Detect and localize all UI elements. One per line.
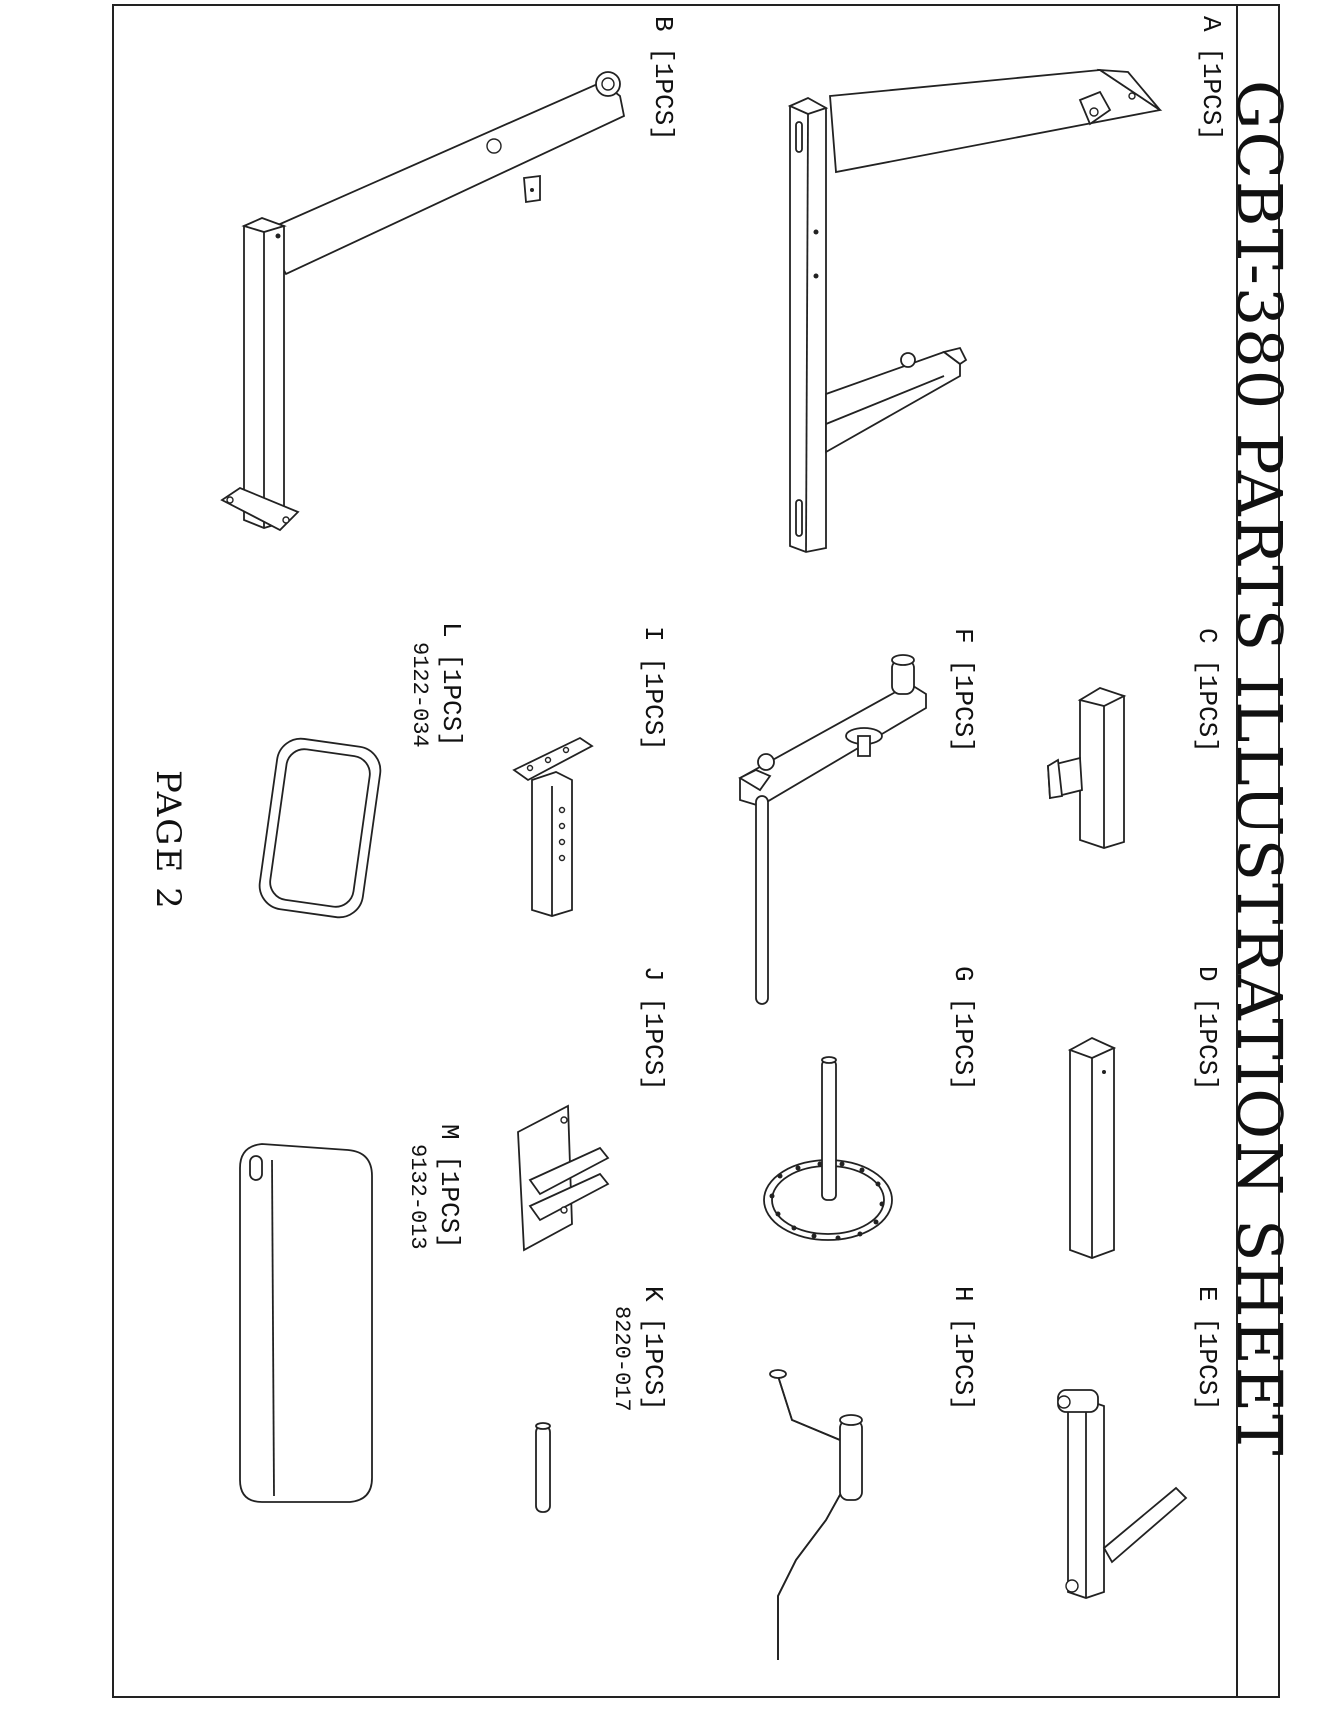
part-c-drawing <box>1048 688 1124 848</box>
part-g-drawing <box>764 1057 892 1241</box>
part-e-drawing <box>1058 1390 1186 1598</box>
part-k-drawing <box>536 1423 550 1512</box>
part-b-drawing <box>222 72 624 530</box>
part-d-drawing <box>1070 1038 1114 1258</box>
part-m-drawing <box>240 1144 372 1502</box>
part-i-drawing <box>514 738 592 916</box>
part-h-drawing <box>770 1370 862 1660</box>
part-j-drawing <box>518 1106 608 1250</box>
part-f-drawing <box>740 655 926 1004</box>
part-l-drawing <box>257 736 384 921</box>
part-a-drawing <box>790 70 1160 552</box>
